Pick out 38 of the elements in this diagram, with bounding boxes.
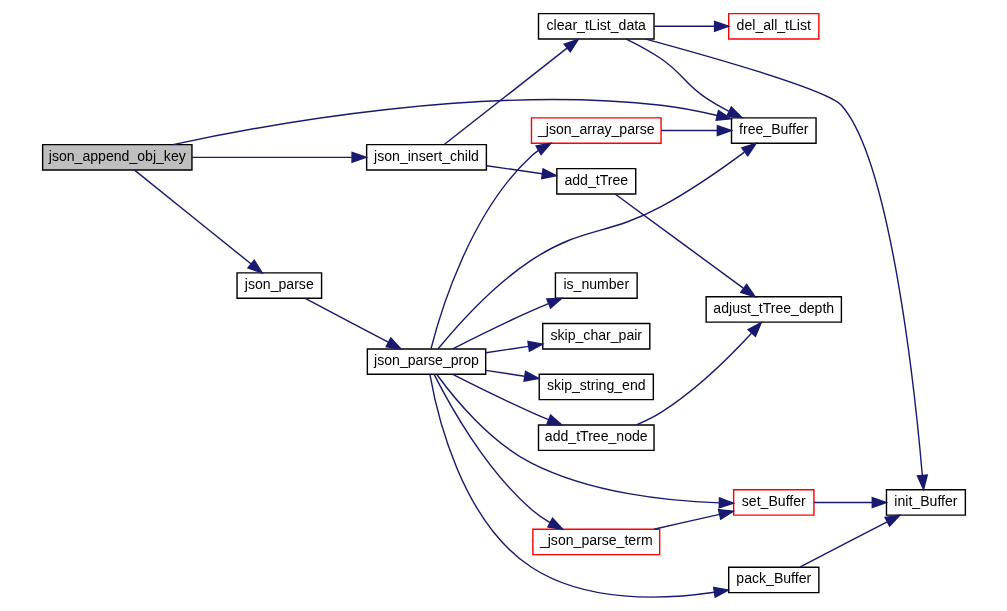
node-box: del_all_tList bbox=[727, 12, 820, 40]
node-box: json_parse bbox=[235, 272, 322, 299]
node-box: free_Buffer bbox=[730, 117, 817, 144]
arrow bbox=[660, 124, 734, 137]
arrow bbox=[190, 151, 368, 164]
node-box: is_number bbox=[554, 272, 638, 299]
node-box: json_insert_child bbox=[365, 143, 487, 171]
arrow bbox=[613, 193, 757, 299]
node-box: _json_parse_term bbox=[531, 528, 660, 556]
node-box: add_tTree_node bbox=[537, 424, 655, 452]
arrow bbox=[304, 297, 403, 350]
arrow bbox=[635, 320, 763, 426]
arrow bbox=[443, 38, 580, 145]
arrow bbox=[625, 38, 744, 119]
arrow bbox=[798, 514, 902, 568]
arrow bbox=[652, 508, 735, 530]
arrow bbox=[429, 142, 553, 350]
node-box: json_append_obj_key bbox=[41, 143, 193, 171]
node-box: skip_char_pair bbox=[541, 322, 650, 350]
node-box: adjust_tTree_depth bbox=[704, 296, 842, 323]
node-box: set_Buffer bbox=[732, 489, 815, 516]
node-box: skip_string_end bbox=[538, 373, 654, 401]
arrow bbox=[644, 38, 928, 492]
node-box: init_Buffer bbox=[885, 489, 966, 516]
node-box: pack_Buffer bbox=[727, 566, 820, 594]
arrow bbox=[812, 496, 888, 509]
arrow bbox=[451, 297, 564, 350]
node-box: json_parse_prop bbox=[366, 348, 486, 375]
arrow bbox=[451, 373, 564, 426]
arrow bbox=[484, 340, 545, 354]
arrow bbox=[133, 169, 264, 275]
node-box: add_tTree bbox=[555, 167, 636, 195]
arrow bbox=[433, 373, 565, 531]
arrow bbox=[485, 165, 558, 180]
node-box: _json_array_parse bbox=[530, 117, 662, 144]
node-box: clear_tList_data bbox=[537, 12, 655, 40]
arrow bbox=[653, 20, 731, 33]
arrow bbox=[484, 369, 541, 383]
